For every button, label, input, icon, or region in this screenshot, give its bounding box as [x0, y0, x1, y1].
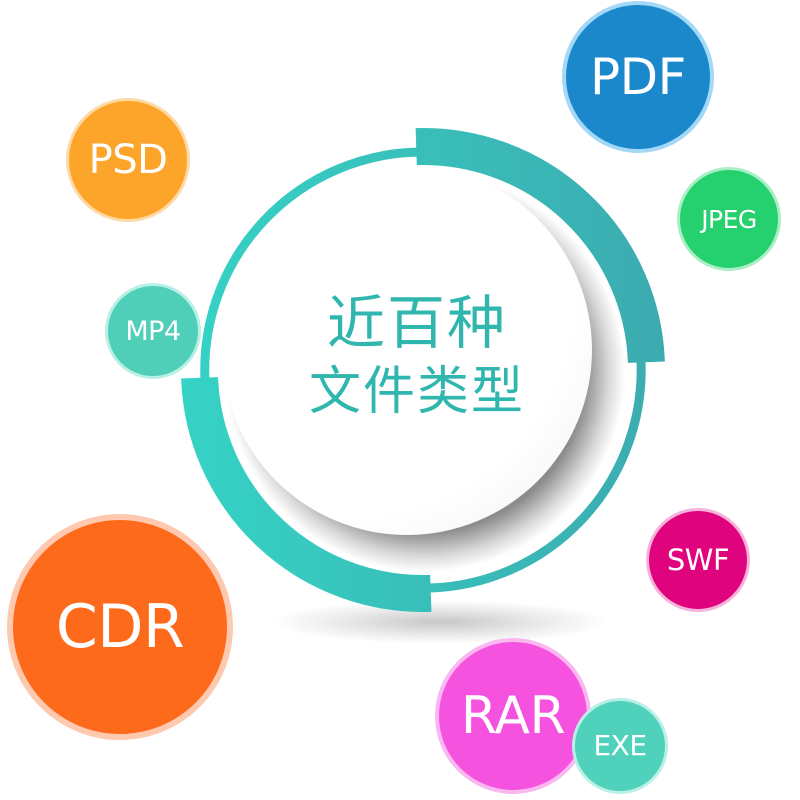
bubble-mp4-label: MP4 [125, 315, 181, 347]
bubble-jpeg-label: JPEG [701, 204, 757, 234]
bubble-swf: SWF [646, 508, 750, 612]
bubble-rar: RAR [435, 638, 591, 794]
bubble-psd-label: PSD [88, 137, 168, 183]
ring-thin-bottom-right [429, 361, 646, 593]
center-disc [222, 165, 592, 535]
bubble-jpeg: JPEG [677, 167, 781, 271]
ring-arc-bottom-left [181, 376, 432, 612]
bubble-cdr: CDR [7, 514, 233, 740]
center-title-line1: 近百种 [326, 289, 507, 357]
bubble-exe: EXE [572, 698, 668, 794]
bubble-rar-label: RAR [460, 686, 566, 746]
bubble-mp4: MP4 [105, 283, 201, 379]
bubble-pdf-label: PDF [590, 48, 686, 106]
bubble-cdr-label: CDR [55, 592, 185, 662]
ring-arc-top-right [415, 128, 665, 364]
bubble-psd: PSD [66, 98, 190, 222]
ground-shadow [270, 600, 610, 644]
center-title-line2: 文件类型 [308, 362, 525, 422]
bubble-exe-label: EXE [593, 729, 647, 762]
ring-thin-top-left [200, 147, 421, 381]
bubble-swf-label: SWF [666, 542, 730, 577]
center-title: 近百种 文件类型 [257, 290, 577, 428]
bubble-pdf: PDF [562, 1, 714, 153]
